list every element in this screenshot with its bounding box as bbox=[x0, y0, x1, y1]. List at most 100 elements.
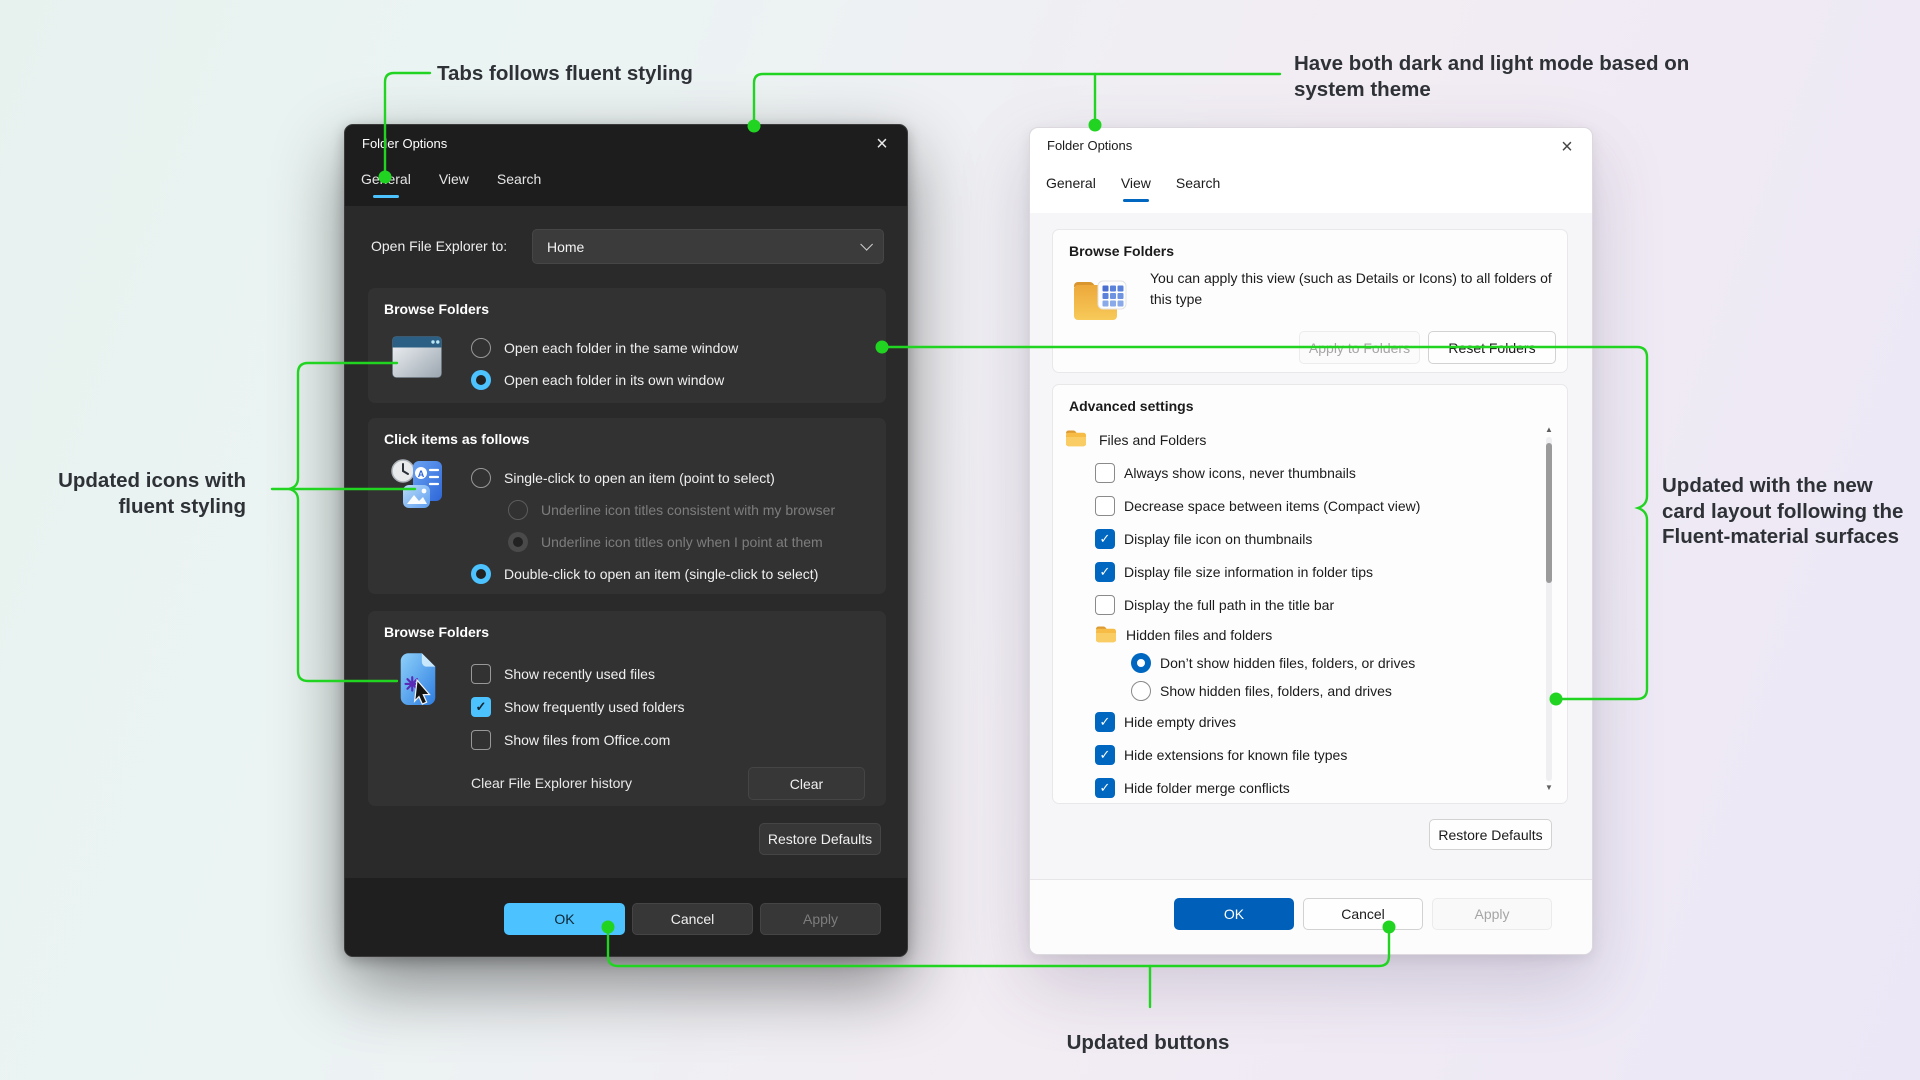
annotation-tabs-note: Tabs follows fluent styling bbox=[437, 62, 693, 85]
scroll-up-icon[interactable] bbox=[1543, 425, 1555, 435]
radio-checked-icon[interactable] bbox=[1131, 653, 1151, 673]
option-label: Underline icon titles only when I point … bbox=[541, 534, 823, 550]
radio-unchecked-icon[interactable] bbox=[1131, 681, 1151, 701]
document-click-icon bbox=[394, 653, 442, 716]
cancel-button[interactable]: Cancel bbox=[1303, 898, 1423, 930]
tab-search[interactable]: Search bbox=[496, 171, 542, 187]
option-label: Show frequently used folders bbox=[504, 698, 685, 715]
folder-options-dialog-light: Folder Options × General View Search Bro… bbox=[1029, 127, 1593, 955]
close-icon[interactable]: × bbox=[876, 132, 888, 155]
privacy-card: Browse Folders bbox=[368, 611, 886, 806]
apply-button[interactable]: Apply bbox=[760, 903, 881, 935]
browse-folders-card: Browse Folders bbox=[1052, 229, 1568, 373]
open-file-explorer-label: Open File Explorer to: bbox=[371, 238, 508, 254]
checkbox-row[interactable]: Show recently used files bbox=[471, 657, 685, 690]
clear-button[interactable]: Clear bbox=[748, 767, 865, 800]
radio-checked-icon[interactable] bbox=[471, 564, 491, 584]
tree-label: Display the full path in the title bar bbox=[1124, 596, 1335, 613]
checkbox-checked-icon[interactable] bbox=[471, 696, 491, 717]
tree-item[interactable]: Hide folder merge conflicts bbox=[1053, 771, 1535, 804]
tree-item[interactable]: Show hidden files, folders, and drives bbox=[1053, 677, 1535, 705]
browse-folders-card: Browse Folders Open each folder in the s… bbox=[368, 288, 886, 403]
checkbox-checked-icon[interactable] bbox=[1095, 744, 1115, 765]
annotation-icons-line1: Updated icons with bbox=[58, 469, 246, 492]
tab-bar: General View Search bbox=[1046, 175, 1220, 205]
apply-to-folders-button[interactable]: Apply to Folders bbox=[1299, 331, 1420, 364]
scroll-down-icon[interactable] bbox=[1543, 783, 1555, 793]
click-items-icon: A bbox=[390, 458, 446, 517]
tree-item[interactable]: Decrease space between items (Compact vi… bbox=[1053, 489, 1535, 522]
radio-row-disabled: Underline icon titles only when I point … bbox=[508, 526, 835, 558]
tree-label: Hide extensions for known file types bbox=[1124, 746, 1348, 763]
folder-icon bbox=[1065, 429, 1087, 450]
tree-item[interactable]: Hidden files and folders bbox=[1053, 621, 1535, 649]
annotation-theme-note: Have both dark and light mode based on s… bbox=[1294, 51, 1689, 102]
checkbox-unchecked-icon[interactable] bbox=[471, 663, 491, 684]
tree-item[interactable]: Always show icons, never thumbnails bbox=[1053, 456, 1535, 489]
folder-view-icon bbox=[1072, 274, 1128, 329]
close-icon[interactable]: × bbox=[1561, 135, 1573, 158]
tree-label: Hidden files and folders bbox=[1126, 627, 1273, 643]
options-group: Open each folder in the same window Open… bbox=[471, 332, 738, 396]
card-description: You can apply this view (such as Details… bbox=[1150, 270, 1552, 307]
tree-item[interactable]: Display file size information in folder … bbox=[1053, 555, 1535, 588]
apply-button[interactable]: Apply bbox=[1432, 898, 1552, 930]
tree-item[interactable]: Hide empty drives bbox=[1053, 705, 1535, 738]
checkbox-checked-icon[interactable] bbox=[1095, 561, 1115, 582]
radio-row[interactable]: Double-click to open an item (single-cli… bbox=[471, 558, 835, 590]
scrollbar[interactable] bbox=[1543, 425, 1555, 793]
open-to-dropdown[interactable]: Home bbox=[532, 229, 884, 264]
svg-text:A: A bbox=[418, 469, 425, 479]
checkbox-checked-icon[interactable] bbox=[1095, 711, 1115, 732]
tab-bar: General View Search bbox=[361, 171, 541, 201]
radio-checked-icon[interactable] bbox=[471, 370, 491, 390]
card-header: Advanced settings bbox=[1069, 398, 1194, 414]
checkbox-row[interactable]: Show files from Office.com bbox=[471, 723, 685, 756]
radio-row[interactable]: Open each folder in the same window bbox=[471, 332, 738, 364]
option-label: Show files from Office.com bbox=[504, 731, 671, 748]
checkbox-row[interactable]: Show frequently used folders bbox=[471, 690, 685, 723]
scrollbar-thumb[interactable] bbox=[1546, 443, 1552, 583]
tree-label: Display file size information in folder … bbox=[1124, 563, 1373, 580]
restore-defaults-button[interactable]: Restore Defaults bbox=[759, 823, 881, 855]
tab-general[interactable]: General bbox=[361, 171, 411, 201]
checkbox-checked-icon[interactable] bbox=[1095, 777, 1115, 798]
tree-item[interactable]: Files and Folders bbox=[1053, 423, 1535, 456]
tree-label: Display file icon on thumbnails bbox=[1124, 530, 1313, 547]
option-label: Single-click to open an item (point to s… bbox=[504, 470, 775, 486]
folder-icon bbox=[1095, 625, 1117, 646]
restore-defaults-button[interactable]: Restore Defaults bbox=[1429, 819, 1552, 850]
cancel-button[interactable]: Cancel bbox=[632, 903, 753, 935]
checkbox-unchecked-icon[interactable] bbox=[1095, 594, 1115, 615]
radio-unchecked-icon[interactable] bbox=[471, 338, 491, 358]
ok-button[interactable]: OK bbox=[1174, 898, 1294, 930]
tree-item[interactable]: Display file icon on thumbnails bbox=[1053, 522, 1535, 555]
tab-view[interactable]: View bbox=[1121, 175, 1151, 205]
tree-item[interactable]: Display the full path in the title bar bbox=[1053, 588, 1535, 621]
tree-label: Files and Folders bbox=[1099, 431, 1207, 448]
tree-item[interactable]: Hide extensions for known file types bbox=[1053, 738, 1535, 771]
radio-row[interactable]: Single-click to open an item (point to s… bbox=[471, 462, 835, 494]
dialog-footer: OK Cancel Apply bbox=[1030, 879, 1592, 954]
option-label: Double-click to open an item (single-cli… bbox=[504, 566, 819, 582]
checkbox-unchecked-icon[interactable] bbox=[471, 729, 491, 750]
option-label: Underline icon titles consistent with my… bbox=[541, 502, 836, 518]
reset-folders-button[interactable]: Reset Folders bbox=[1428, 331, 1556, 364]
tree-item[interactable]: Don’t show hidden files, folders, or dri… bbox=[1053, 649, 1535, 677]
option-label: Open each folder in its own window bbox=[504, 372, 725, 388]
clear-history-label: Clear File Explorer history bbox=[471, 775, 633, 791]
option-label: Open each folder in the same window bbox=[504, 340, 739, 356]
tab-search[interactable]: Search bbox=[1175, 175, 1221, 191]
radio-row[interactable]: Open each folder in its own window bbox=[471, 364, 738, 396]
tab-view[interactable]: View bbox=[438, 171, 469, 187]
checkbox-checked-icon[interactable] bbox=[1095, 528, 1115, 549]
annotation-card-line3: Fluent-material surfaces bbox=[1662, 525, 1899, 548]
checkbox-unchecked-icon[interactable] bbox=[1095, 495, 1115, 516]
tab-general[interactable]: General bbox=[1046, 175, 1096, 191]
checkbox-unchecked-icon[interactable] bbox=[1095, 462, 1115, 483]
radio-unchecked-icon[interactable] bbox=[471, 468, 491, 488]
ok-button[interactable]: OK bbox=[504, 903, 625, 935]
radio-disabled-checked-icon bbox=[508, 532, 528, 552]
